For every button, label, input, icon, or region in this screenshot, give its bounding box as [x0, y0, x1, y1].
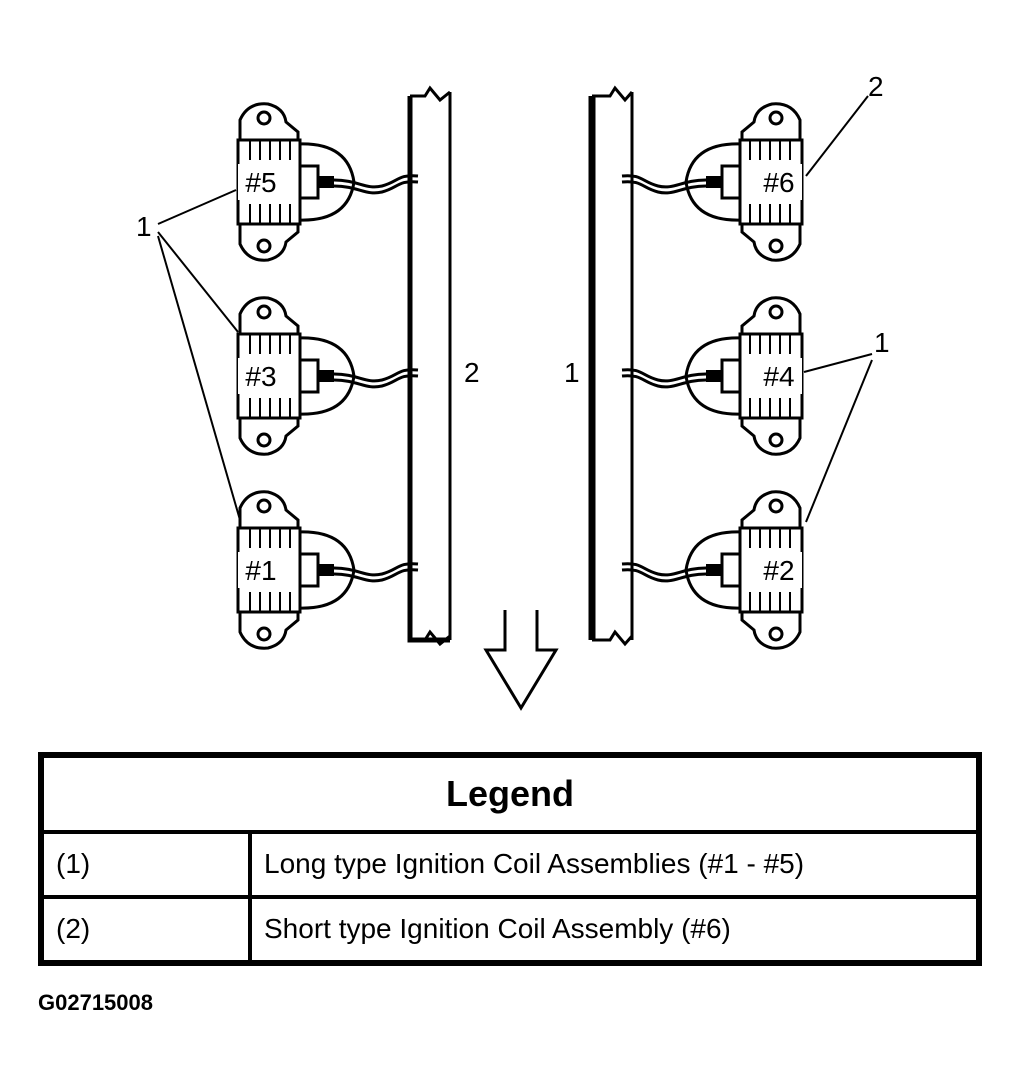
coil-label-5: #5: [245, 167, 276, 198]
legend-description: Short type Ignition Coil Assembly (#6): [248, 894, 981, 966]
left-cylinder-bank: [407, 85, 452, 647]
legend-description: Long type Ignition Coil Assemblies (#1 -…: [248, 830, 981, 899]
callout-1-right: 1: [874, 327, 890, 358]
callout-1-right-bank: 1: [564, 357, 580, 388]
legend-code: (1): [39, 830, 252, 899]
callout-leaders: [157, 95, 873, 523]
callout-2-top-right: 2: [868, 71, 884, 102]
callout-1-left: 1: [136, 211, 152, 242]
figure-id: G02715008: [38, 990, 153, 1015]
legend-row: (1) Long type Ignition Coil Assemblies (…: [39, 830, 981, 899]
coil-label-1: #1: [245, 555, 276, 586]
coil-label-4: #4: [763, 361, 794, 392]
legend-row: (2) Short type Ignition Coil Assembly (#…: [39, 894, 981, 966]
ignition-coil-diagram: #5 #3 #1 #6 #4 #2 1 2 1 2 1: [136, 71, 890, 711]
legend-code: (2): [39, 894, 252, 966]
right-cylinder-bank: [588, 85, 634, 647]
front-arrow-icon: [483, 610, 559, 711]
legend-title: Legend: [39, 753, 981, 834]
callout-2-left-bank: 2: [464, 357, 480, 388]
legend-table: Legend (1) Long type Ignition Coil Assem…: [38, 752, 982, 966]
coil-label-2: #2: [763, 555, 794, 586]
coil-label-6: #6: [763, 167, 794, 198]
coil-label-3: #3: [245, 361, 276, 392]
